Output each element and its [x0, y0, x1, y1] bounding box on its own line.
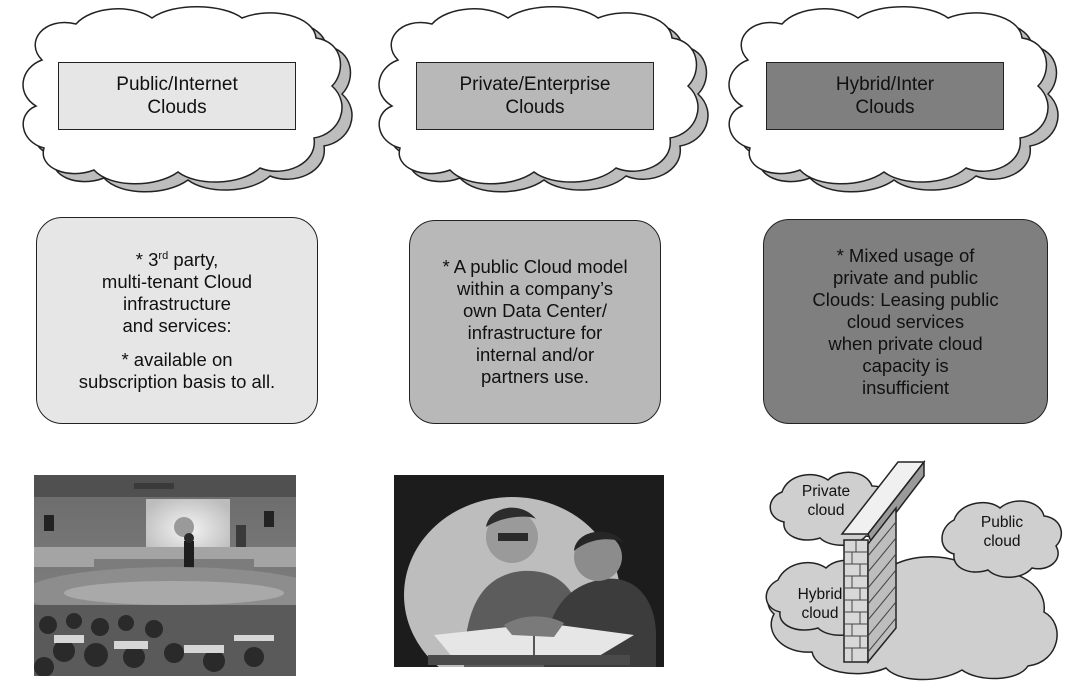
hybrid-desc-line2: private and public — [832, 266, 978, 288]
hybrid-desc-line6: capacity is — [862, 354, 949, 376]
public-cloud-title-line1: Public/Internet — [116, 74, 238, 95]
hybrid-desc-line1: * Mixed usage of — [836, 244, 975, 266]
hybrid-desc-line7: insufficient — [861, 376, 950, 398]
private-cloud-description: * A public Cloud model within a company’… — [409, 220, 661, 424]
hybrid-cloud-title-line1: Hybrid/Inter — [835, 74, 935, 95]
hybrid-desc-line5: when private cloud — [828, 332, 983, 354]
hybrid-desc-line4: cloud services — [846, 310, 965, 332]
private-desc-line4: infrastructure for — [467, 322, 603, 343]
private-desc-line3: own Data Center/ — [463, 300, 607, 321]
public-desc-line4: and services: — [122, 314, 232, 336]
public-desc-line2: multi-tenant Cloud — [101, 270, 253, 292]
private-desc-line1: * A public Cloud model — [442, 256, 628, 277]
hybrid-desc-line3: Clouds: Leasing public — [812, 288, 999, 310]
public-desc-line3: infrastructure — [123, 292, 231, 314]
private-desc-line6: partners use. — [481, 366, 589, 387]
brick-wall-icon — [840, 459, 926, 665]
people-reading-illustration — [394, 475, 664, 667]
private-cloud-title-line1: Private/Enterprise — [459, 74, 611, 95]
public-cloud-title-line2: Clouds — [147, 97, 207, 118]
private-cloud-title-line2: Clouds — [505, 97, 565, 118]
hybrid-cloud-title-line2: Clouds — [855, 97, 915, 118]
hybrid-cloud-firewall-diagram — [765, 459, 1063, 681]
public-desc-line5: * available on — [121, 348, 233, 370]
private-desc-line2: within a company’s — [457, 278, 613, 299]
public-desc-line6: subscription basis to all. — [78, 370, 276, 392]
public-desc-line1: * 3rd party, — [135, 248, 219, 270]
auditorium-photo — [34, 475, 296, 676]
public-cloud-description: * 3rd party, multi-tenant Cloud infrastr… — [36, 217, 318, 424]
private-desc-line5: internal and/or — [475, 344, 595, 365]
hybrid-cloud-description: * Mixed usage of private and public Clou… — [763, 219, 1048, 424]
